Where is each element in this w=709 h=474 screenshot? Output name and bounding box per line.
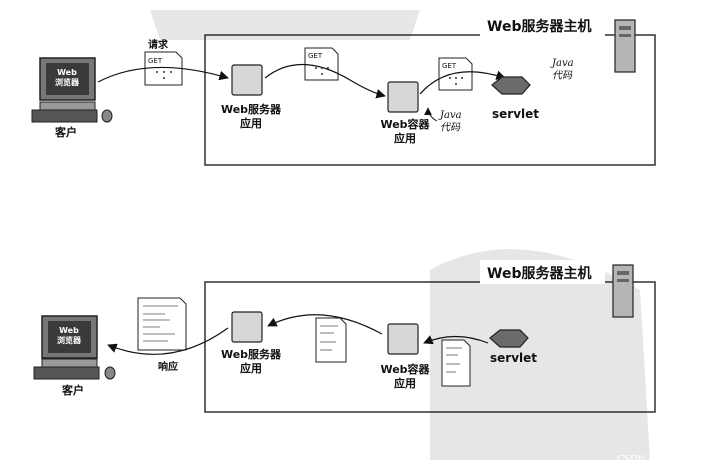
- top-servlet-label: servlet: [492, 107, 539, 121]
- top-servlet-icon: [491, 76, 531, 95]
- top-get-document-2: [304, 47, 339, 81]
- bottom-host-label: Web服务器主机: [487, 265, 591, 282]
- top-mouse-icon: [101, 109, 113, 123]
- top-web-server-app-icon: [231, 64, 263, 96]
- top-web-container-app-icon: [387, 81, 419, 113]
- bottom-client-computer: [33, 315, 116, 380]
- bottom-web-server-app-icon: [231, 311, 263, 343]
- bottom-client-caption: 客户: [61, 383, 84, 397]
- top-server-tower-icon: [614, 19, 636, 73]
- bottom-watermark-shape: [430, 249, 650, 460]
- bottom-html-document-3: [441, 339, 471, 387]
- top-java-pointer: [424, 107, 438, 122]
- top-request-document: [144, 51, 183, 86]
- bottom-arrow-server-to-client: [107, 327, 229, 355]
- bottom-arrow-servlet-to-container: [423, 335, 489, 345]
- top-get-label-2: GET: [308, 52, 323, 60]
- top-keyboard-icon: [31, 109, 98, 123]
- csdn-watermark: CSDN @一万~: [617, 454, 687, 465]
- top-request-label: 请求: [148, 38, 169, 51]
- top-request-get: GET: [148, 57, 163, 65]
- top-get-document-3: [438, 57, 473, 91]
- bottom-response-document: [137, 297, 187, 351]
- bottom-response-label: 响应: [158, 360, 178, 373]
- top-web-server-app-label: Web服务器应用: [221, 102, 282, 130]
- bottom-html-document-2: [315, 317, 347, 363]
- bottom-servlet-label: servlet: [490, 351, 537, 365]
- top-host-label: Web服务器主机: [487, 18, 591, 35]
- top-arrow-server-to-container: [264, 63, 386, 99]
- bottom-host-box: [204, 281, 656, 413]
- top-get-label-3: GET: [442, 62, 457, 70]
- bottom-keyboard-icon: [33, 366, 100, 380]
- top-smudge: [150, 10, 420, 40]
- bottom-web-server-app-label: Web服务器应用: [221, 347, 282, 375]
- top-host-box: [204, 34, 656, 166]
- bottom-web-container-app-icon: [387, 323, 419, 355]
- bottom-web-container-app-label: Web容器应用: [380, 362, 430, 390]
- bottom-servlet-icon: [489, 329, 529, 348]
- top-arrow-container-to-servlet: [419, 70, 506, 95]
- bottom-arrow-container-to-server: [267, 314, 383, 335]
- top-arrow-client-to-server: [97, 66, 229, 83]
- top-web-container-app-label: Web容器应用: [380, 117, 430, 145]
- bottom-server-tower-icon: [612, 264, 634, 318]
- bottom-mouse-icon: [104, 366, 116, 380]
- top-client-computer: [31, 57, 113, 123]
- top-client-caption: 客户: [54, 125, 77, 139]
